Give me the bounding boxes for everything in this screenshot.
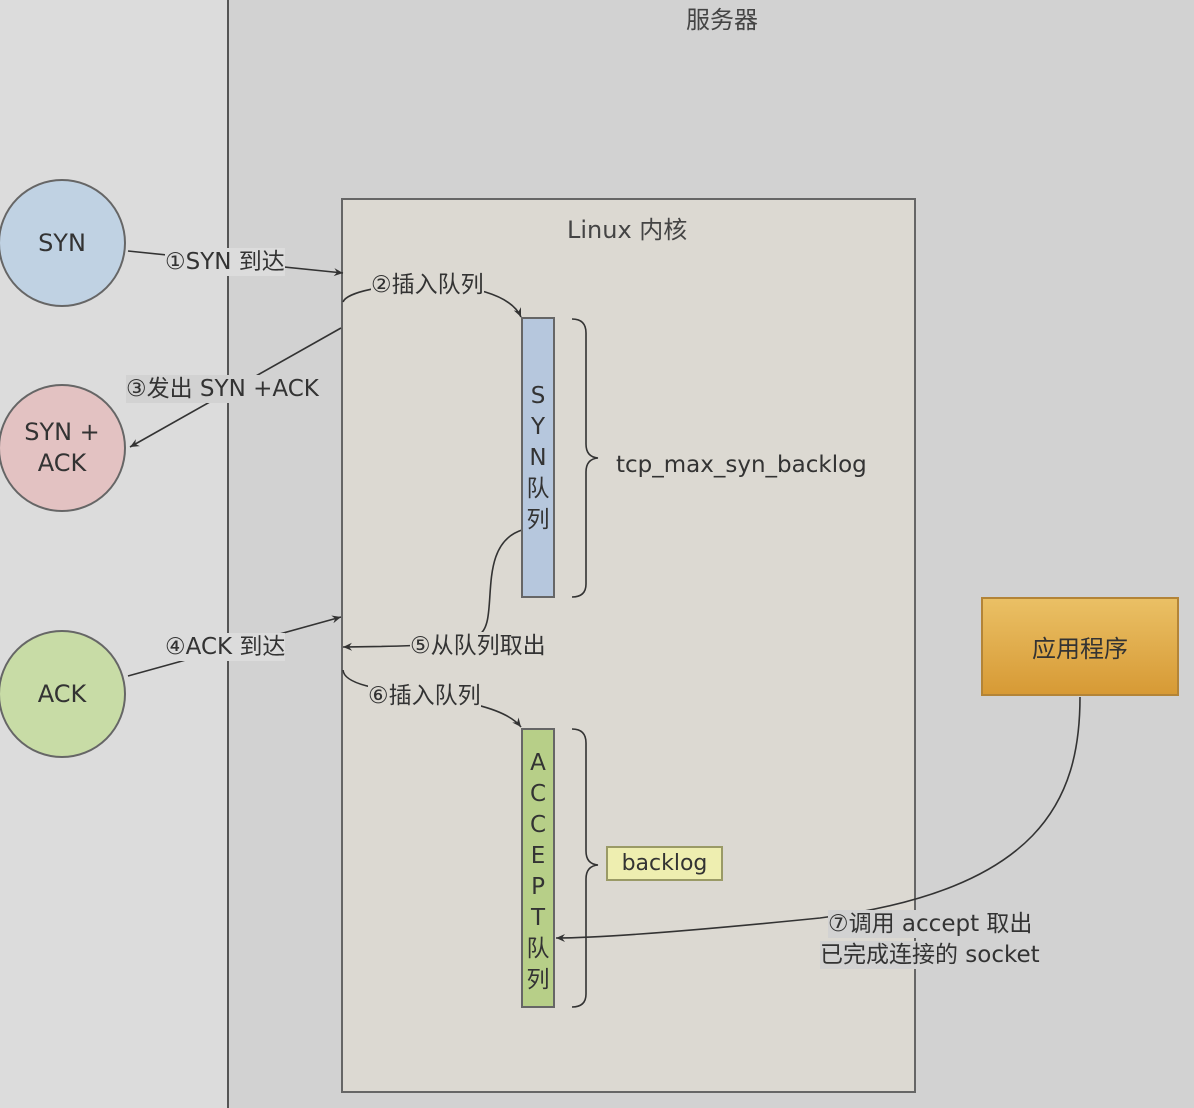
- syn-queue-char: Y: [530, 414, 546, 440]
- backlog-label: backlog: [606, 846, 723, 881]
- tcp-max-syn-backlog-label: tcp_max_syn_backlog: [616, 452, 867, 478]
- accept-queue-char: A: [530, 750, 546, 776]
- step-4-label: ④ACK 到达: [165, 633, 286, 661]
- syn-queue-char: N: [529, 445, 547, 471]
- syn-queue: S Y N 队 列: [521, 317, 555, 598]
- step-1-label: ①SYN 到达: [165, 248, 285, 276]
- accept-queue-char: 列: [526, 967, 550, 993]
- accept-queue-char: P: [531, 874, 545, 900]
- kernel-title: Linux 内核: [567, 216, 688, 244]
- accept-queue-brace: [571, 728, 599, 1008]
- step-7-label-line2: 已完成连接的 socket: [820, 941, 1040, 969]
- accept-queue-char: C: [529, 781, 547, 807]
- syn-queue-char: S: [530, 383, 546, 409]
- accept-queue-char: C: [529, 812, 547, 838]
- arrow-take-from-queue: [342, 529, 523, 651]
- arrow-accept-call: [555, 696, 1081, 942]
- step-6-label: ⑥插入队列: [368, 682, 481, 710]
- accept-queue-char: 队: [526, 936, 550, 962]
- step-2-label: ②插入队列: [371, 271, 484, 299]
- accept-queue-char: T: [530, 905, 546, 931]
- application-box: 应用程序: [981, 597, 1179, 696]
- server-title: 服务器: [686, 6, 758, 34]
- syn-queue-char: 列: [526, 507, 550, 533]
- accept-queue: A C C E P T 队 列: [521, 728, 555, 1008]
- syn-node: SYN: [0, 179, 126, 307]
- step-5-label: ⑤从队列取出: [410, 632, 546, 660]
- syn-queue-char: 队: [526, 476, 550, 502]
- ack-node: ACK: [0, 630, 126, 758]
- accept-queue-char: E: [530, 843, 546, 869]
- syn-ack-node: SYN + ACK: [0, 384, 126, 512]
- step-3-label: ③发出 SYN +ACK: [126, 375, 319, 403]
- syn-queue-brace: [571, 318, 599, 598]
- step-7-label-line1: ⑦调用 accept 取出: [828, 910, 1033, 938]
